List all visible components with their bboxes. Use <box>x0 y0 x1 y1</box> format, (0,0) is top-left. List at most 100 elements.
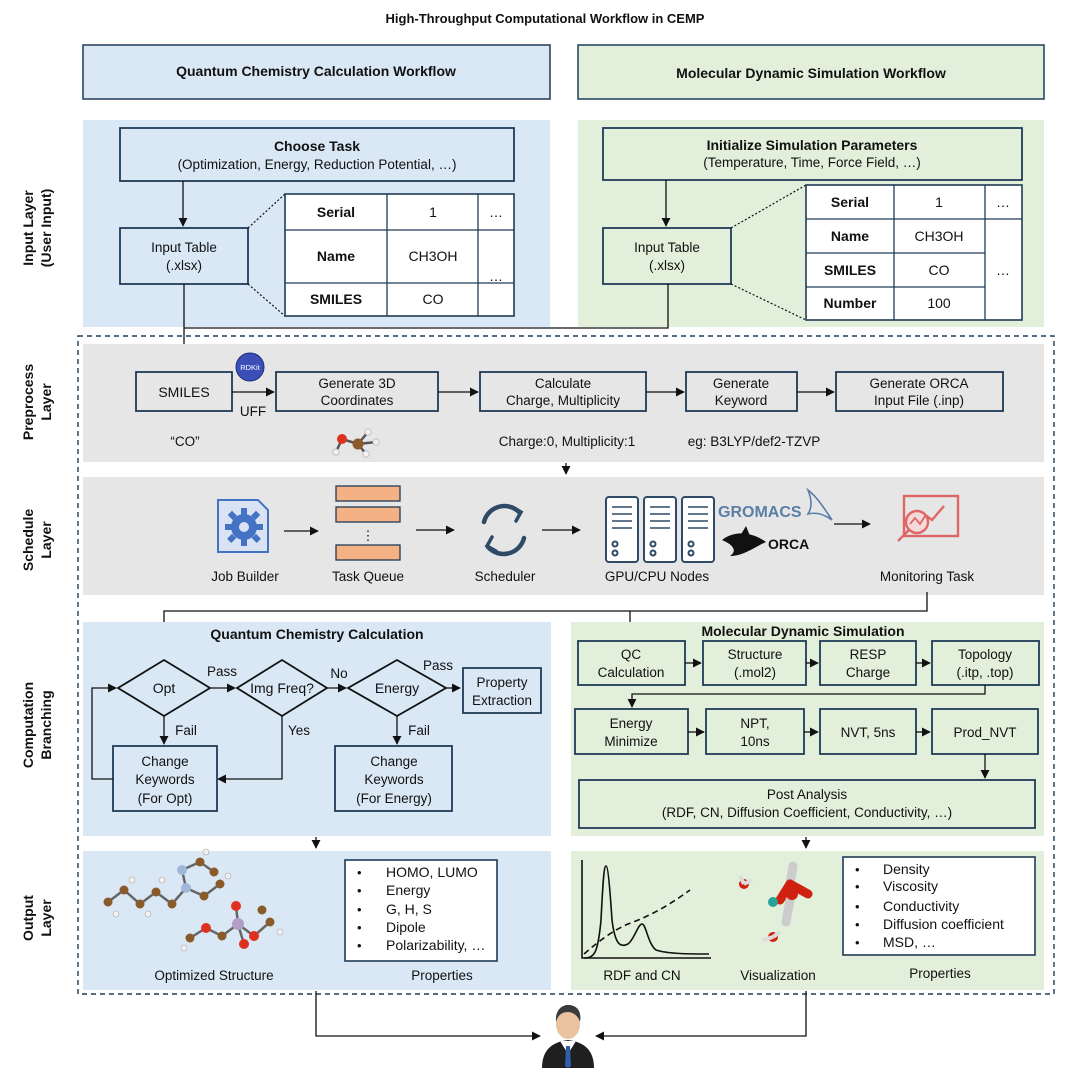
svg-text:•: • <box>855 899 860 914</box>
svg-text:NVT, 5ns: NVT, 5ns <box>841 725 896 740</box>
visualization-label: Visualization <box>740 968 816 983</box>
svg-text:(User Input): (User Input) <box>38 189 54 268</box>
svg-text:Energy: Energy <box>610 716 653 731</box>
svg-text:Polarizability, …: Polarizability, … <box>386 937 485 953</box>
qc-properties-label: Properties <box>411 968 473 983</box>
md-header-box <box>577 44 1045 100</box>
svg-text:Extraction: Extraction <box>472 693 532 708</box>
svg-text:(.xlsx): (.xlsx) <box>166 258 202 273</box>
md-properties-label: Properties <box>909 966 971 981</box>
svg-text:Pass: Pass <box>423 658 453 673</box>
svg-text:Keyword: Keyword <box>715 393 768 408</box>
svg-text:Coordinates: Coordinates <box>321 393 394 408</box>
rdf-cn-plot <box>581 860 711 959</box>
svg-text:Calculation: Calculation <box>598 665 665 680</box>
svg-text:•: • <box>855 879 860 894</box>
svg-text:SMILES: SMILES <box>824 262 876 278</box>
md-energy-min-box <box>574 708 689 755</box>
layer-label-input: Input Layer (User Input) <box>20 189 54 268</box>
md-prod-box <box>931 708 1039 755</box>
svg-text:CH3OH: CH3OH <box>914 228 963 244</box>
svg-text:…: … <box>996 262 1010 278</box>
nodes-label: GPU/CPU Nodes <box>605 569 710 584</box>
svg-text:RDKit: RDKit <box>240 363 261 372</box>
qc-computation-title: Quantum Chemistry Calculation <box>210 626 423 642</box>
monitoring-label: Monitoring Task <box>880 569 975 584</box>
choose-task-sub: (Optimization, Energy, Reduction Potenti… <box>178 157 457 172</box>
svg-text:Number: Number <box>824 295 877 311</box>
svg-text:Calculate: Calculate <box>535 376 591 391</box>
svg-text:Schedule: Schedule <box>20 509 36 571</box>
svg-text:Input File (.inp): Input File (.inp) <box>874 393 964 408</box>
svg-text:HOMO, LUMO: HOMO, LUMO <box>386 864 478 880</box>
svg-text:(For Opt): (For Opt) <box>138 791 193 806</box>
svg-text:Fail: Fail <box>408 723 430 738</box>
server-nodes-icon <box>605 496 715 563</box>
svg-text:NPT,: NPT, <box>740 716 769 731</box>
svg-text:Yes: Yes <box>288 723 310 738</box>
svg-text:No: No <box>330 666 347 681</box>
md-resp-box <box>819 640 917 686</box>
svg-text:Energy: Energy <box>386 882 430 898</box>
svg-text:…: … <box>996 194 1010 210</box>
svg-text:Change: Change <box>370 754 417 769</box>
svg-text:Serial: Serial <box>831 194 869 210</box>
svg-text:(.mol2): (.mol2) <box>734 665 776 680</box>
svg-text:Layer: Layer <box>38 383 54 421</box>
choose-task-title: Choose Task <box>274 138 360 154</box>
calc-charge-box <box>479 371 647 412</box>
uff-label: UFF <box>240 404 266 419</box>
gen-keyword-box <box>685 371 798 412</box>
md-structure-box <box>702 640 807 686</box>
rdkit-logo: RDKit <box>235 352 265 382</box>
svg-text:•: • <box>855 862 860 877</box>
svg-text:CO: CO <box>423 291 444 307</box>
svg-text:•: • <box>357 883 362 898</box>
optimized-structure-label: Optimized Structure <box>154 968 273 983</box>
job-builder-label: Job Builder <box>211 569 279 584</box>
svg-text:10ns: 10ns <box>740 734 770 749</box>
visualization-molecules <box>738 861 813 942</box>
svg-text:Structure: Structure <box>728 647 783 662</box>
svg-text:•: • <box>357 865 362 880</box>
svg-text:•: • <box>855 935 860 950</box>
smiles-box <box>135 371 233 412</box>
user-avatar-icon <box>542 1005 594 1068</box>
svg-text:1: 1 <box>429 204 437 220</box>
md-computation-title: Molecular Dynamic Simulation <box>701 623 904 639</box>
gen-orca-input-box <box>835 371 1004 412</box>
rdf-cn-label: RDF and CN <box>603 968 680 983</box>
svg-text:SMILES: SMILES <box>310 291 362 307</box>
svg-text:Dipole: Dipole <box>386 919 426 935</box>
svg-text:Output: Output <box>20 895 36 941</box>
post-analysis-box <box>578 779 1036 829</box>
svg-text:Serial: Serial <box>317 204 355 220</box>
svg-text:Change: Change <box>141 754 188 769</box>
svg-text:CH3OH: CH3OH <box>408 248 457 264</box>
qc-input-table-box <box>119 227 249 285</box>
layer-label-output: Output Layer <box>20 895 54 941</box>
methanol-molecule-icon <box>332 428 380 458</box>
qc-input-table: Serial 1 … Name CH3OH SMILES CO … <box>284 193 515 317</box>
md-header-label: Molecular Dynamic Simulation Workflow <box>676 65 946 81</box>
qc-properties-box <box>344 859 498 962</box>
svg-text:SMILES: SMILES <box>158 384 209 400</box>
svg-text:Conductivity: Conductivity <box>883 898 959 914</box>
process-frame <box>77 335 1055 995</box>
svg-text:Input Table: Input Table <box>634 240 700 255</box>
svg-text:Generate: Generate <box>713 376 769 391</box>
orca-logo: ORCA <box>722 526 809 556</box>
change-keywords-energy-box <box>334 745 453 812</box>
co-example: “CO” <box>170 434 199 449</box>
svg-text:GROMACS: GROMACS <box>718 504 802 521</box>
svg-text:Layer: Layer <box>38 521 54 559</box>
md-input-table-box <box>602 227 732 285</box>
svg-text:Viscosity: Viscosity <box>883 878 938 894</box>
svg-text:…: … <box>489 268 503 284</box>
monitoring-icon <box>897 494 960 542</box>
svg-text:Prod_NVT: Prod_NVT <box>953 725 1016 740</box>
svg-text:Computation: Computation <box>20 682 36 768</box>
svg-text:Generate 3D: Generate 3D <box>318 376 396 391</box>
md-properties-box <box>842 856 1036 956</box>
